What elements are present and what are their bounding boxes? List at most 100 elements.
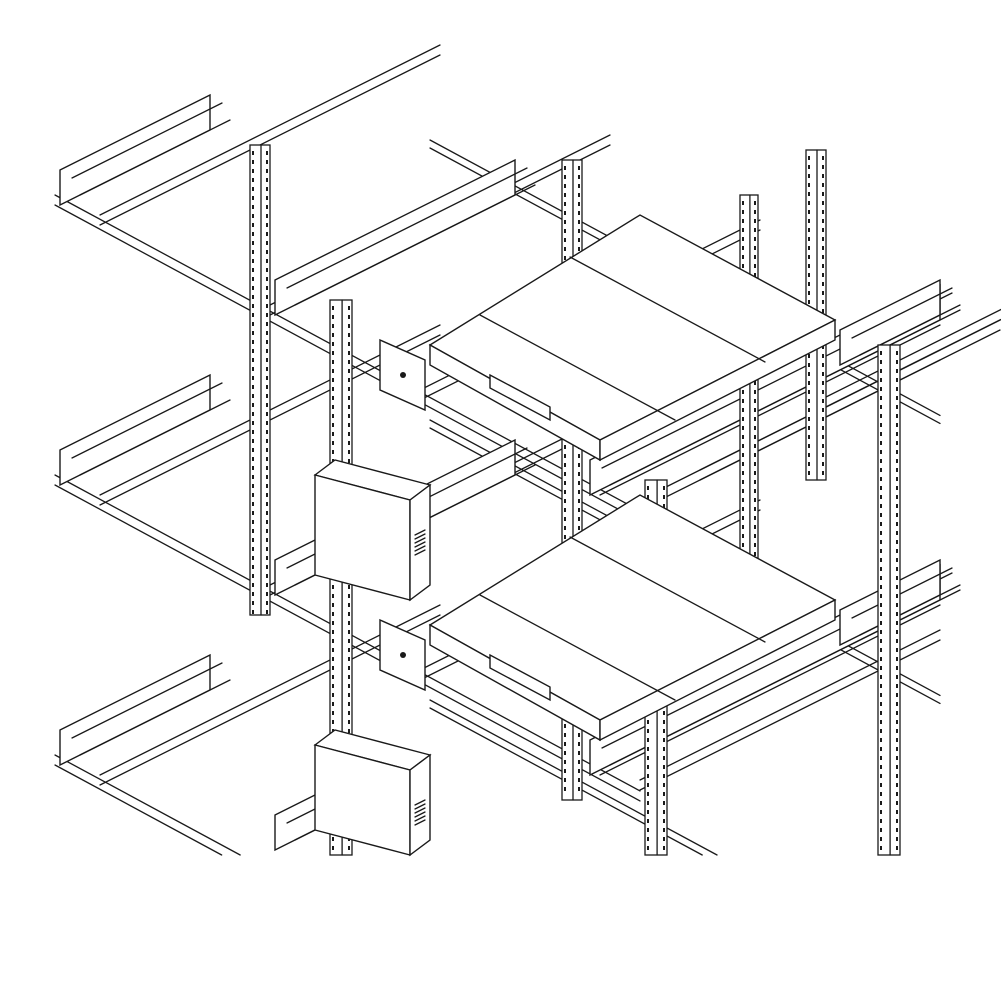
upright-hole <box>578 481 580 485</box>
upright-hole <box>348 405 350 409</box>
upright-hole <box>880 477 882 481</box>
upright-hole <box>332 693 334 697</box>
vent-slot <box>414 533 426 540</box>
upright-hole <box>663 765 665 769</box>
enclosure-side <box>409 753 431 857</box>
upright-hole <box>822 192 824 196</box>
upright-hole <box>822 399 824 403</box>
upright-hole <box>896 846 898 850</box>
upright-hole <box>896 576 898 580</box>
upright-hole <box>266 277 268 281</box>
upright-hole <box>896 612 898 616</box>
upright-hole <box>266 196 268 200</box>
upright-hole <box>822 363 824 367</box>
upright-hole <box>252 547 254 551</box>
upright-hole <box>896 468 898 472</box>
upright-hole <box>647 738 649 742</box>
upright-hole <box>647 819 649 823</box>
upright-hole <box>742 408 744 412</box>
upright-hole <box>808 435 810 439</box>
upright-post <box>249 144 271 616</box>
cable-tray-body <box>59 93 211 207</box>
upright-hole <box>348 450 350 454</box>
upright-hole <box>822 273 824 277</box>
upright-hole <box>266 304 268 308</box>
upright-hole <box>348 459 350 463</box>
upright-hole <box>266 223 268 227</box>
upright-hole <box>266 160 268 164</box>
upright-hole <box>564 184 566 188</box>
upright-hole <box>754 237 756 241</box>
upright-hole <box>348 621 350 625</box>
upright-hole <box>252 538 254 542</box>
upright-hole <box>252 286 254 290</box>
upright-hole <box>348 693 350 697</box>
upright-hole <box>754 426 756 430</box>
upright-hole <box>564 166 566 170</box>
upright-hole <box>754 399 756 403</box>
cable-tray-inner-edge <box>71 102 223 179</box>
upright-hole <box>754 390 756 394</box>
upright-hole <box>742 399 744 403</box>
upright-hole <box>663 792 665 796</box>
upright-hole <box>564 229 566 233</box>
upright-hole <box>896 513 898 517</box>
upright-hole <box>564 220 566 224</box>
upright-hole <box>252 313 254 317</box>
upright-hole <box>564 202 566 206</box>
upright-hole <box>663 837 665 841</box>
upright-hole <box>663 846 665 850</box>
upright-hole <box>332 702 334 706</box>
upright-hole <box>742 417 744 421</box>
upright-hole <box>663 711 665 715</box>
upright-hole <box>822 210 824 214</box>
upright-hole <box>822 228 824 232</box>
upright-hole <box>348 639 350 643</box>
upright-hole <box>808 300 810 304</box>
upright-hole <box>896 405 898 409</box>
upright-hole <box>332 432 334 436</box>
upright-hole <box>647 810 649 814</box>
upright-hole <box>332 378 334 382</box>
upright-hole <box>252 403 254 407</box>
upright-hole <box>348 360 350 364</box>
rack-unit-handle <box>489 373 551 422</box>
upright-hole <box>896 639 898 643</box>
upright-hole <box>266 187 268 191</box>
upright-hole <box>332 441 334 445</box>
upright-hole <box>896 360 898 364</box>
upright-hole <box>564 256 566 260</box>
upright-hole <box>578 787 580 791</box>
upright-hole <box>564 472 566 476</box>
upright-hole <box>564 760 566 764</box>
upright-hole <box>880 576 882 580</box>
upright-hole <box>564 769 566 773</box>
upright-hole <box>578 238 580 242</box>
upright-hole <box>896 369 898 373</box>
upright-hole <box>564 490 566 494</box>
cable-tray-floor-edge <box>859 584 961 636</box>
upright-hole <box>896 594 898 598</box>
upright-hole <box>896 558 898 562</box>
upright-hole <box>266 457 268 461</box>
upright-hole <box>647 837 649 841</box>
upright-hole <box>266 502 268 506</box>
upright-hole <box>348 306 350 310</box>
upright-hole <box>348 720 350 724</box>
upright-hole <box>332 657 334 661</box>
upright-hole <box>896 765 898 769</box>
upright-hole <box>266 430 268 434</box>
upright-hole <box>578 778 580 782</box>
upright-hole <box>742 489 744 493</box>
upright-hole <box>663 729 665 733</box>
upright-hole <box>808 291 810 295</box>
upright-hole <box>754 507 756 511</box>
upright-hole <box>808 399 810 403</box>
upright-hole <box>822 291 824 295</box>
upright-hole <box>252 232 254 236</box>
upright-hole <box>808 390 810 394</box>
upright-hole <box>332 306 334 310</box>
upright-hole <box>754 516 756 520</box>
upright-hole <box>578 247 580 251</box>
upright-hole <box>252 160 254 164</box>
